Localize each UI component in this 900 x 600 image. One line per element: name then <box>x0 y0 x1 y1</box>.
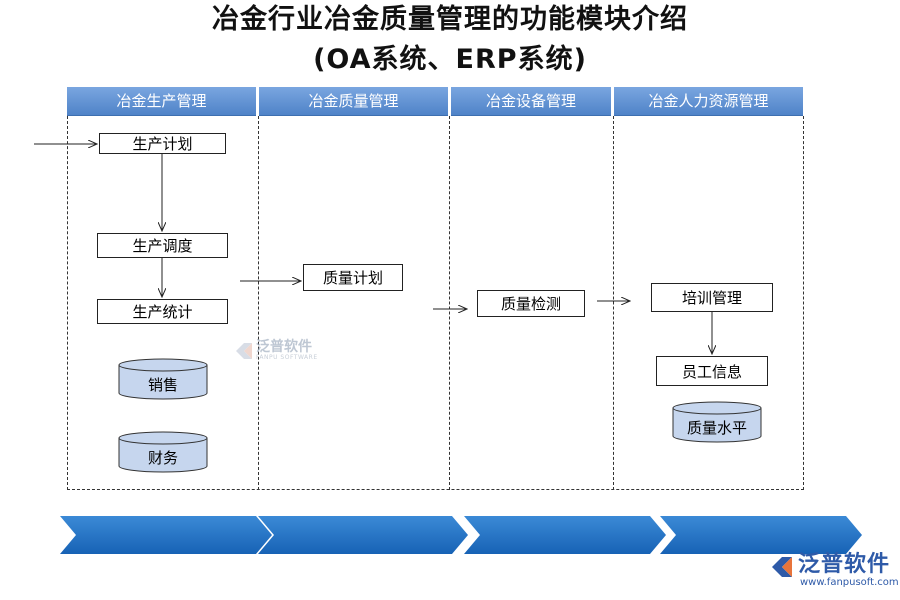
lane-bottom-border <box>67 489 804 490</box>
node-training-management[interactable]: 培训管理 <box>651 283 773 312</box>
fanpu-logo-icon <box>772 557 792 577</box>
column-header-equipment: 冶金设备管理 <box>451 87 611 115</box>
brand-logo-url: www.fanpusoft.com <box>800 577 899 588</box>
database-cylinder-icon <box>118 431 208 473</box>
brand-logo: 泛普软件 www.fanpusoft.com <box>768 553 899 589</box>
chevron-step-1 <box>60 516 272 554</box>
fanpu-logo-icon <box>236 343 252 359</box>
sales-label: 销售 <box>147 376 178 394</box>
node-production-statistics[interactable]: 生产统计 <box>97 299 228 324</box>
database-cylinder-icon <box>118 358 208 400</box>
database-cylinder-icon <box>672 401 762 443</box>
watermark-sub: FANPU SOFTWARE <box>256 354 318 361</box>
node-quality-inspection[interactable]: 质量检测 <box>477 290 585 317</box>
process-chevrons <box>60 516 862 554</box>
brand-logo-name: 泛普软件 <box>798 552 891 577</box>
column-header-production: 冶金生产管理 <box>67 87 256 115</box>
chevron-step-4 <box>660 516 862 554</box>
chevron-step-2 <box>258 516 468 554</box>
lane-divider <box>67 116 68 490</box>
node-production-dispatch[interactable]: 生产调度 <box>97 233 228 258</box>
node-sales-database[interactable]: 销售 <box>118 358 208 400</box>
node-production-plan[interactable]: 生产计划 <box>99 133 226 154</box>
lane-divider <box>803 116 804 490</box>
column-header-hr: 冶金人力资源管理 <box>614 87 803 115</box>
diagram-subtitle: (OA系统、ERP系统) <box>313 44 587 75</box>
lane-divider <box>449 116 450 490</box>
watermark: 泛普软件 FANPU SOFTWARE <box>232 340 318 362</box>
finance-label: 财务 <box>147 449 178 467</box>
diagram-title: 冶金行业冶金质量管理的功能模块介绍 <box>212 4 688 35</box>
node-employee-info[interactable]: 员工信息 <box>656 356 768 386</box>
lane-divider <box>258 116 259 490</box>
quality-level-label: 质量水平 <box>686 419 747 437</box>
node-quality-level-database[interactable]: 质量水平 <box>672 401 762 443</box>
node-quality-plan[interactable]: 质量计划 <box>303 264 403 291</box>
watermark-name: 泛普软件 <box>256 339 312 355</box>
lane-divider <box>613 116 614 490</box>
chevron-step-3 <box>464 516 666 554</box>
column-header-quality: 冶金质量管理 <box>259 87 448 115</box>
node-finance-database[interactable]: 财务 <box>118 431 208 473</box>
